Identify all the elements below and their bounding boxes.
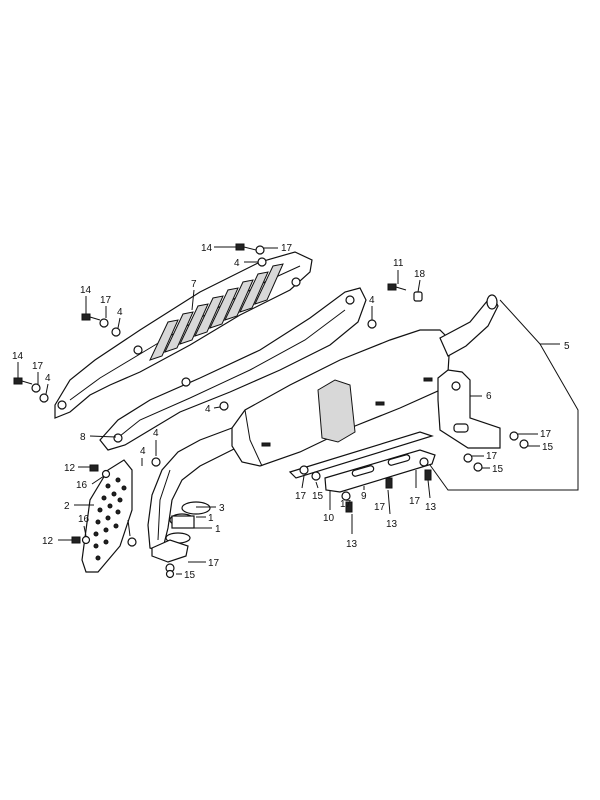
muffler-mount-bracket[interactable] [437,369,501,449]
callout-1-lower: 1 [215,524,221,535]
callout-17-bracket: 17 [540,429,552,440]
washer-17-top[interactable] [255,245,265,255]
stay-plate-9[interactable] [288,431,436,493]
callout-5: 5 [564,341,570,352]
callout-17-plate-c: 17 [374,502,386,513]
callout-15-bracket-lower: 15 [492,464,504,475]
callout-13-c: 13 [425,502,437,513]
callout-17-mid: 17 [100,295,112,306]
callout-3: 3 [219,503,225,514]
leader-lines [17,246,579,575]
side-cover-8[interactable] [99,287,367,451]
bolt-12-lower[interactable] [71,536,81,544]
washer-17-left[interactable] [31,383,41,393]
bolt-13-c[interactable] [424,469,432,481]
exhaust-joint-collar[interactable] [151,501,211,573]
bolt-13-a[interactable] [345,501,353,513]
callout-6: 6 [486,391,492,402]
washer-16-lower[interactable] [81,535,91,545]
callout-17-top: 17 [281,243,293,254]
bolt-11[interactable] [387,283,407,291]
callout-12-lower: 12 [42,536,54,547]
callout-14-mid: 14 [80,285,92,296]
callout-4-left: 4 [45,373,51,384]
callout-17-plate-d: 17 [409,496,421,507]
callout-17-plate-a: 17 [295,491,307,502]
callout-17-bracket-lower: 17 [486,451,498,462]
callout-4-mid: 4 [117,307,123,318]
nut-15-bracket-lower[interactable] [473,462,483,472]
callout-14-left: 14 [12,351,24,362]
callout-1-upper: 1 [208,513,214,524]
heat-shield-fins [149,263,284,361]
callout-14-top: 14 [201,243,213,254]
nut-15-plate[interactable] [311,471,321,481]
bolt-12-upper[interactable] [89,464,99,472]
washer-17-plate-a[interactable] [299,465,309,475]
callout-16-upper: 16 [76,480,88,491]
washer-17-bracket-lower[interactable] [463,453,473,463]
washer-17-mid[interactable] [99,318,109,328]
callout-7: 7 [191,279,197,290]
nut-15-flange[interactable] [165,569,175,579]
nut-4-mid[interactable] [111,327,121,337]
callout-12-upper: 12 [64,463,76,474]
callout-4-right: 4 [369,295,375,306]
collar-18[interactable] [413,291,423,302]
callout-17-left: 17 [32,361,44,372]
nut-4-right[interactable] [367,319,377,329]
callout-2: 2 [64,501,70,512]
nut-4-pipe-upper[interactable] [151,457,161,467]
callout-10: 10 [323,513,335,524]
callout-16-lower: 16 [78,514,90,525]
heat-shield-upper[interactable] [54,251,313,419]
exhaust-header-pipe[interactable] [147,427,241,553]
callout-4-pipe-mid: 4 [140,446,146,457]
washer-17-bracket[interactable] [509,431,519,441]
nut-4-left[interactable] [39,393,49,403]
callout-15-bracket: 15 [542,442,554,453]
nut-4-pipe-lower[interactable] [127,537,137,547]
callout-labels: 14 17 4 7 14 17 4 14 17 4 8 4 11 18 4 5 … [12,243,570,581]
callout-18: 18 [414,269,426,280]
nut-4-top[interactable] [257,257,267,267]
callout-17-flange: 17 [208,558,220,569]
washer-17-plate-c[interactable] [419,457,429,467]
callout-13-a: 13 [346,539,358,550]
bolt-14-left[interactable] [13,377,33,385]
bolt-13-b[interactable] [385,477,393,489]
washer-16-upper[interactable] [101,469,111,479]
callout-15-flange: 15 [184,570,196,581]
nut-15-bracket[interactable] [519,439,529,449]
small-heat-guard-2[interactable] [81,459,133,573]
callout-4-pipe-upper: 4 [153,428,159,439]
callout-11: 11 [393,258,404,269]
callout-4-center: 4 [205,404,211,415]
guard-holes [93,477,127,561]
muffler-body[interactable] [231,294,499,467]
callout-4-top: 4 [234,258,240,269]
callout-15-plate: 15 [312,491,324,502]
callout-13-b: 13 [386,519,398,530]
callout-8: 8 [80,432,86,443]
callout-9: 9 [361,491,367,502]
nut-4-center[interactable] [219,401,229,411]
callout-17-plate-b: 17 [340,499,352,510]
bolt-14-mid[interactable] [81,313,101,321]
bolt-14-top[interactable] [235,243,257,251]
washer-17-plate-b[interactable] [341,491,351,501]
